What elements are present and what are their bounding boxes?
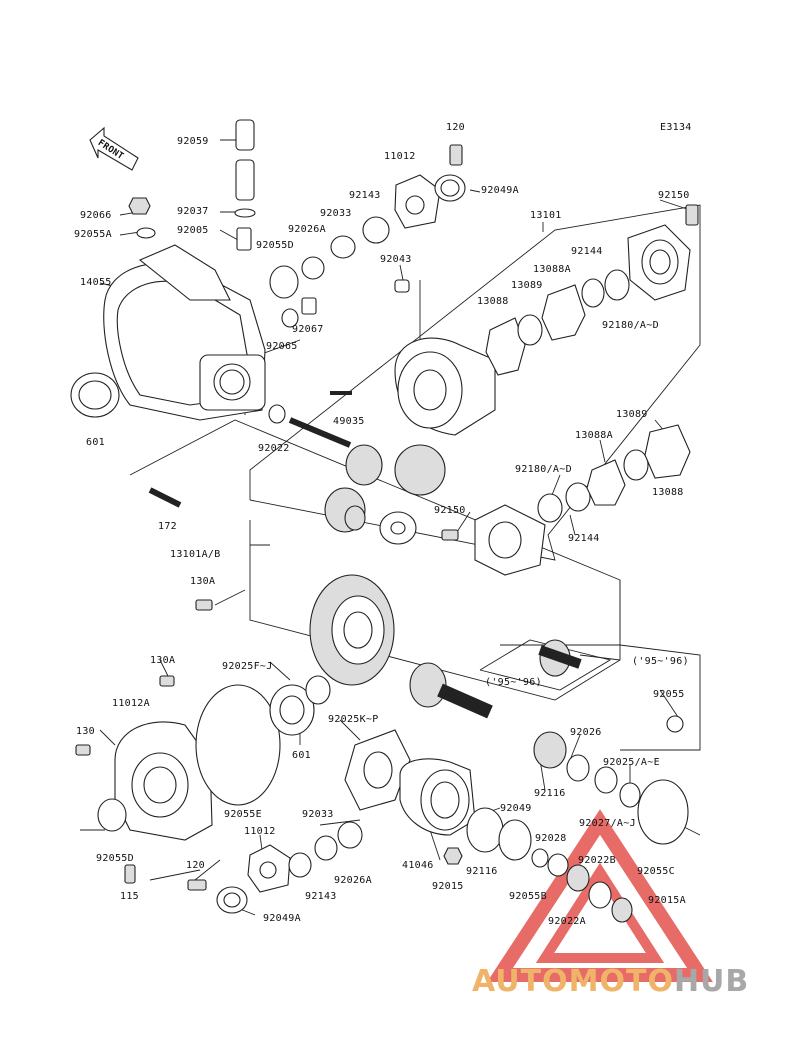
- part-label-92116-b: 92116: [534, 788, 566, 799]
- part-label-601-top: 601: [86, 437, 105, 448]
- part-label-92055D-bot: 92055D: [96, 853, 134, 864]
- part-label-601-bot: 601: [292, 750, 311, 761]
- upper-bearing-cap-group: [301, 144, 466, 280]
- part-label-14055: 14055: [80, 277, 112, 288]
- part-label-92143-bot: 92143: [305, 891, 337, 902]
- part-label-92005: 92005: [177, 225, 209, 236]
- watermark-part2: HUB: [673, 964, 750, 999]
- part-label-92022: 92022: [258, 443, 290, 454]
- part-label-92026A-top: 92026A: [288, 224, 326, 235]
- part-label-92055C: 92055C: [637, 866, 675, 877]
- part-label-92055-right: 92055: [653, 689, 685, 700]
- part-label-92033-top: 92033: [320, 208, 352, 219]
- part-label-92049A-bot: 92049A: [263, 913, 301, 924]
- part-label-92026: 92026: [570, 727, 602, 738]
- part-label-11012-top: 11012: [384, 151, 416, 162]
- pinion-shaft-and-side-gears: [268, 391, 446, 545]
- part-label-130A-left: 130A: [150, 655, 176, 666]
- year-note-95-96-a: ('95~'96): [632, 656, 689, 667]
- part-label-11012-bot: 11012: [244, 826, 276, 837]
- part-label-92026A-bot: 92026A: [334, 875, 372, 886]
- part-label-92144-mid: 92144: [568, 533, 600, 544]
- rear-case-housing: [103, 244, 266, 421]
- part-label-92049A-top: 92049A: [481, 185, 519, 196]
- part-label-92027AJ: 92027/A~J: [579, 818, 636, 829]
- part-label-92055A: 92055A: [74, 229, 112, 240]
- part-label-92049: 92049: [500, 803, 532, 814]
- part-label-92033-bot: 92033: [302, 809, 334, 820]
- diagram-code: E3134: [660, 122, 692, 133]
- part-label-92055B: 92055B: [509, 891, 547, 902]
- front-cover-plate: [75, 675, 213, 841]
- bearing-601-upper: [70, 372, 120, 418]
- part-label-92025FJ: 92025F~J: [222, 661, 273, 672]
- part-label-92025AE: 92025/A~E: [603, 757, 660, 768]
- part-label-115: 115: [120, 891, 139, 902]
- assembly-frame-lines: [129, 204, 701, 751]
- part-label-13089-top: 13089: [511, 280, 543, 291]
- part-label-92150-top: 92150: [658, 190, 690, 201]
- part-label-13088-top: 13088: [477, 296, 509, 307]
- part-label-92015: 92015: [432, 881, 464, 892]
- part-label-92022A: 92022A: [548, 916, 586, 927]
- part-label-92037: 92037: [177, 206, 209, 217]
- watermark-text: AUTOMOTOHUB: [472, 964, 749, 999]
- part-label-92180AD-top: 92180/A~D: [602, 320, 659, 331]
- year-note-95-96-b: ('95~'96): [485, 677, 542, 688]
- part-label-13101AB: 13101A/B: [170, 549, 221, 560]
- part-label-92065: 92065: [266, 341, 298, 352]
- part-label-92116-a: 92116: [466, 866, 498, 877]
- clutch-plates-lower: [441, 424, 691, 576]
- pinion-housing: [399, 758, 532, 865]
- part-label-92150-mid: 92150: [434, 505, 466, 516]
- front-arrow-icon: [89, 126, 139, 171]
- part-label-49035: 49035: [333, 416, 365, 427]
- part-label-13088A-right: 13088A: [575, 430, 613, 441]
- part-label-92144-top: 92144: [571, 246, 603, 257]
- part-label-13089-right: 13089: [616, 409, 648, 420]
- lower-bearing-cap-group: [124, 821, 363, 914]
- part-label-92055E: 92055E: [224, 809, 262, 820]
- part-label-92067: 92067: [292, 324, 324, 335]
- part-label-130: 130: [76, 726, 95, 737]
- part-label-13088-right: 13088: [652, 487, 684, 498]
- gasket-and-bearing-lower: [195, 675, 411, 811]
- part-label-130A-mid: 130A: [190, 576, 216, 587]
- part-label-92180AD-mid: 92180/A~D: [515, 464, 572, 475]
- part-label-92028: 92028: [535, 833, 567, 844]
- part-label-11012A: 11012A: [112, 698, 150, 709]
- ring-gear: [195, 574, 395, 686]
- part-label-41046: 41046: [402, 860, 434, 871]
- part-label-13088A-top: 13088A: [533, 264, 571, 275]
- clutch-plates-upper: [485, 204, 699, 376]
- part-label-92043: 92043: [380, 254, 412, 265]
- part-label-172: 172: [158, 521, 177, 532]
- part-label-92055D-top: 92055D: [256, 240, 294, 251]
- part-label-13101: 13101: [530, 210, 562, 221]
- differential-case: [394, 279, 496, 436]
- part-label-92066: 92066: [80, 210, 112, 221]
- part-label-92022B: 92022B: [578, 855, 616, 866]
- part-label-92143-top: 92143: [349, 190, 381, 201]
- watermark-part1: AUTOMOTO: [472, 964, 674, 999]
- drive-pinion: [409, 639, 684, 733]
- part-label-92059: 92059: [177, 136, 209, 147]
- part-label-92025KP: 92025K~P: [328, 714, 379, 725]
- top-left-small-parts: [128, 119, 317, 328]
- stud-172: [148, 487, 182, 508]
- part-label-120-bot: 120: [186, 860, 205, 871]
- lower-bearing-stack: [531, 731, 689, 923]
- part-label-120-top: 120: [446, 122, 465, 133]
- part-label-92015A: 92015A: [648, 895, 686, 906]
